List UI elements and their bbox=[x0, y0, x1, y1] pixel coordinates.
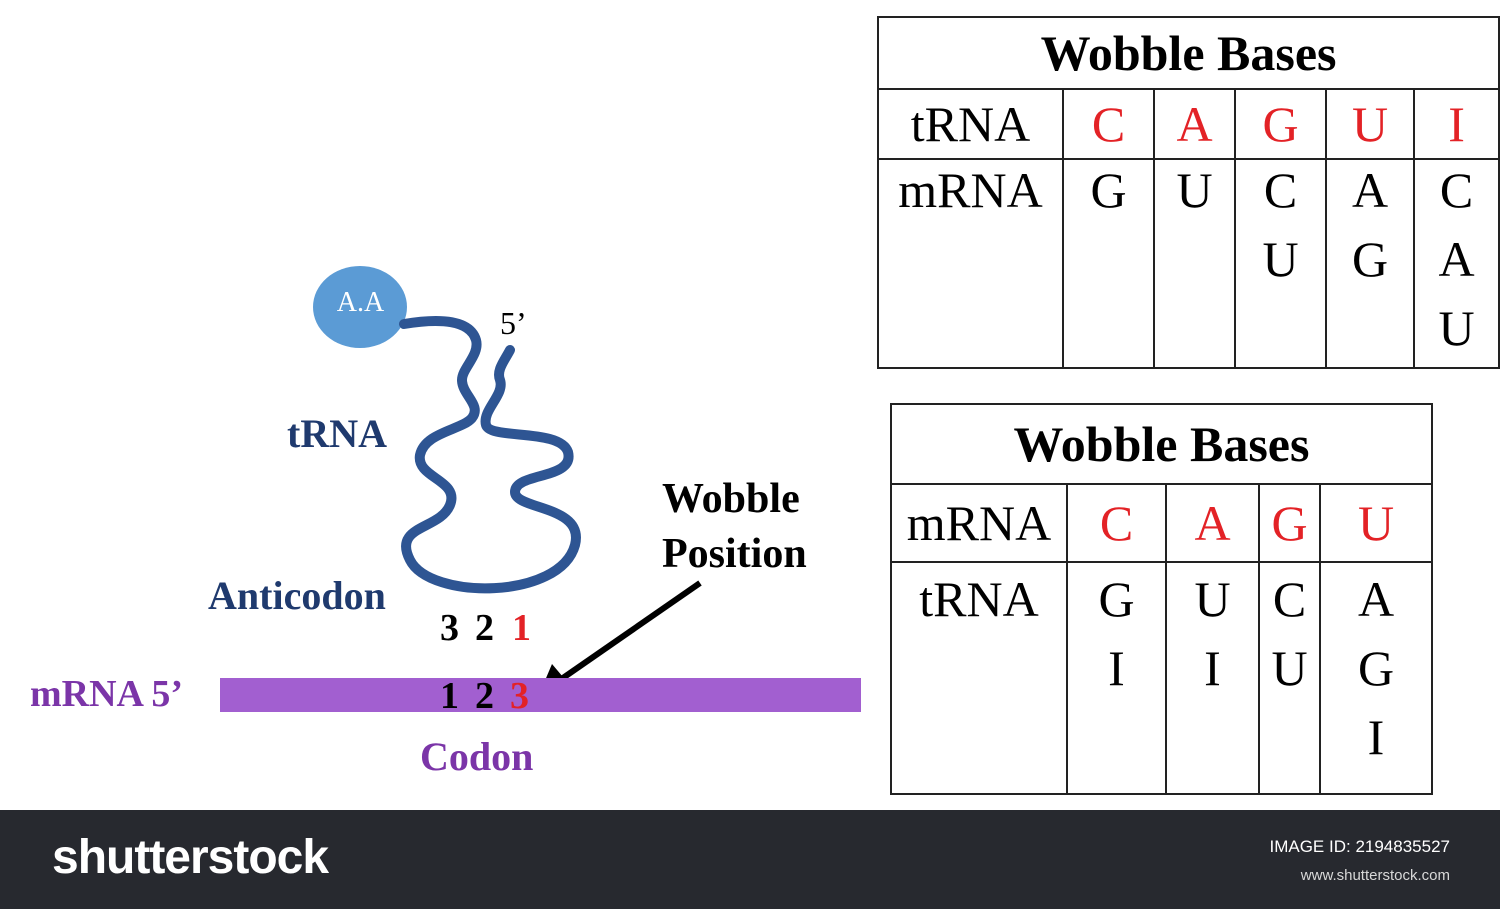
amino-acid-label: A.A bbox=[336, 287, 385, 318]
pairing-base: I bbox=[1108, 640, 1125, 696]
pairing-base: U bbox=[1271, 640, 1308, 696]
pairing-base: C bbox=[1272, 571, 1307, 627]
pairing-base: G bbox=[1098, 571, 1135, 627]
pairing-cell: C A U bbox=[1412, 158, 1500, 369]
footer-bar bbox=[0, 810, 1500, 909]
table-title: Wobble Bases bbox=[889, 403, 1434, 485]
codon-number: 2 bbox=[475, 675, 494, 717]
pairing-cell: A G I bbox=[1318, 561, 1434, 795]
amino-acid-circle bbox=[313, 266, 407, 348]
pairing-cell: C U bbox=[1258, 561, 1321, 795]
wobble-base-cell: U bbox=[1325, 88, 1415, 160]
table-row: mRNA G U C U A G C A U bbox=[877, 158, 1500, 369]
wobble-base-cell: C bbox=[1066, 483, 1167, 563]
pairing-cell: A G bbox=[1325, 158, 1415, 369]
wobble-bases-table-mrna: Wobble Bases mRNA C A G U tRNA G I U I C… bbox=[889, 403, 1434, 795]
row-label: mRNA bbox=[890, 483, 1068, 563]
pairing-base: A bbox=[1351, 162, 1389, 218]
pairing-base: A bbox=[1438, 231, 1475, 287]
pairing-base: G bbox=[1351, 231, 1389, 287]
pairing-base: A bbox=[1357, 571, 1395, 627]
row-label-text: mRNA bbox=[898, 162, 1043, 218]
pairing-cell: U I bbox=[1165, 561, 1260, 795]
anticodon-number: 3 bbox=[440, 607, 459, 649]
site-url-label: www.shutterstock.com bbox=[1300, 867, 1450, 884]
table-row: mRNA C A G U bbox=[890, 483, 1434, 563]
pairing-base: U bbox=[1176, 162, 1213, 218]
wobble-base-cell: G bbox=[1234, 88, 1327, 160]
pairing-cell: U bbox=[1153, 158, 1236, 369]
row-label: tRNA bbox=[890, 561, 1068, 795]
mrna-label: mRNA 5’ bbox=[30, 673, 184, 715]
pairing-base: G bbox=[1357, 640, 1395, 696]
pairing-base: I bbox=[1204, 640, 1221, 696]
wobble-position-label-line2: Position bbox=[662, 531, 807, 577]
trna-label: tRNA bbox=[287, 411, 387, 456]
mrna-strand-bar bbox=[220, 678, 861, 712]
codon-number: 1 bbox=[440, 675, 459, 717]
image-id-label: IMAGE ID: 2194835527 bbox=[1269, 837, 1450, 856]
row-label: tRNA bbox=[877, 88, 1064, 160]
pairing-base: G bbox=[1090, 162, 1127, 218]
wobble-bases-table-trna: Wobble Bases tRNA C A G U I mRNA G U C U… bbox=[876, 16, 1500, 369]
anticodon-wobble-number: 1 bbox=[512, 607, 531, 649]
row-label-text: tRNA bbox=[919, 571, 1039, 627]
wobble-base-cell: A bbox=[1165, 483, 1260, 563]
anticodon-label: Anticodon bbox=[208, 573, 386, 618]
pairing-base: C bbox=[1439, 162, 1474, 218]
pairing-cell: G I bbox=[1066, 561, 1167, 795]
table-row: tRNA C A G U I bbox=[877, 88, 1500, 160]
five-prime-label: 5’ bbox=[500, 305, 527, 341]
anticodon-number: 2 bbox=[475, 607, 494, 649]
wobble-position-label-line1: Wobble bbox=[662, 476, 800, 522]
table-title: Wobble Bases bbox=[876, 16, 1500, 90]
pairing-base: C bbox=[1263, 162, 1298, 218]
trna-strand bbox=[399, 316, 581, 594]
wobble-base-cell: U bbox=[1318, 483, 1434, 563]
pairing-base: U bbox=[1194, 571, 1231, 627]
wobble-base-cell: I bbox=[1412, 88, 1500, 160]
pairing-cell: G bbox=[1062, 158, 1155, 369]
table-row: tRNA G I U I C U A G I bbox=[890, 561, 1434, 795]
wobble-base-cell: G bbox=[1258, 483, 1321, 563]
pairing-base: I bbox=[1367, 709, 1385, 765]
codon-label: Codon bbox=[420, 734, 534, 779]
pairing-cell: C U bbox=[1234, 158, 1327, 369]
wobble-base-cell: C bbox=[1062, 88, 1155, 160]
codon-wobble-number: 3 bbox=[510, 675, 529, 717]
pairing-base: U bbox=[1262, 231, 1299, 287]
shutterstock-logo: shutterstock bbox=[52, 831, 329, 884]
diagram-canvas: A.A 5’ tRNA Anticodon 3 2 1 Wobble Posit… bbox=[30, 16, 1500, 795]
row-label: mRNA bbox=[877, 158, 1064, 369]
pairing-base: U bbox=[1438, 300, 1475, 356]
wobble-arrow-shaft bbox=[558, 580, 702, 683]
wobble-base-cell: A bbox=[1153, 88, 1236, 160]
